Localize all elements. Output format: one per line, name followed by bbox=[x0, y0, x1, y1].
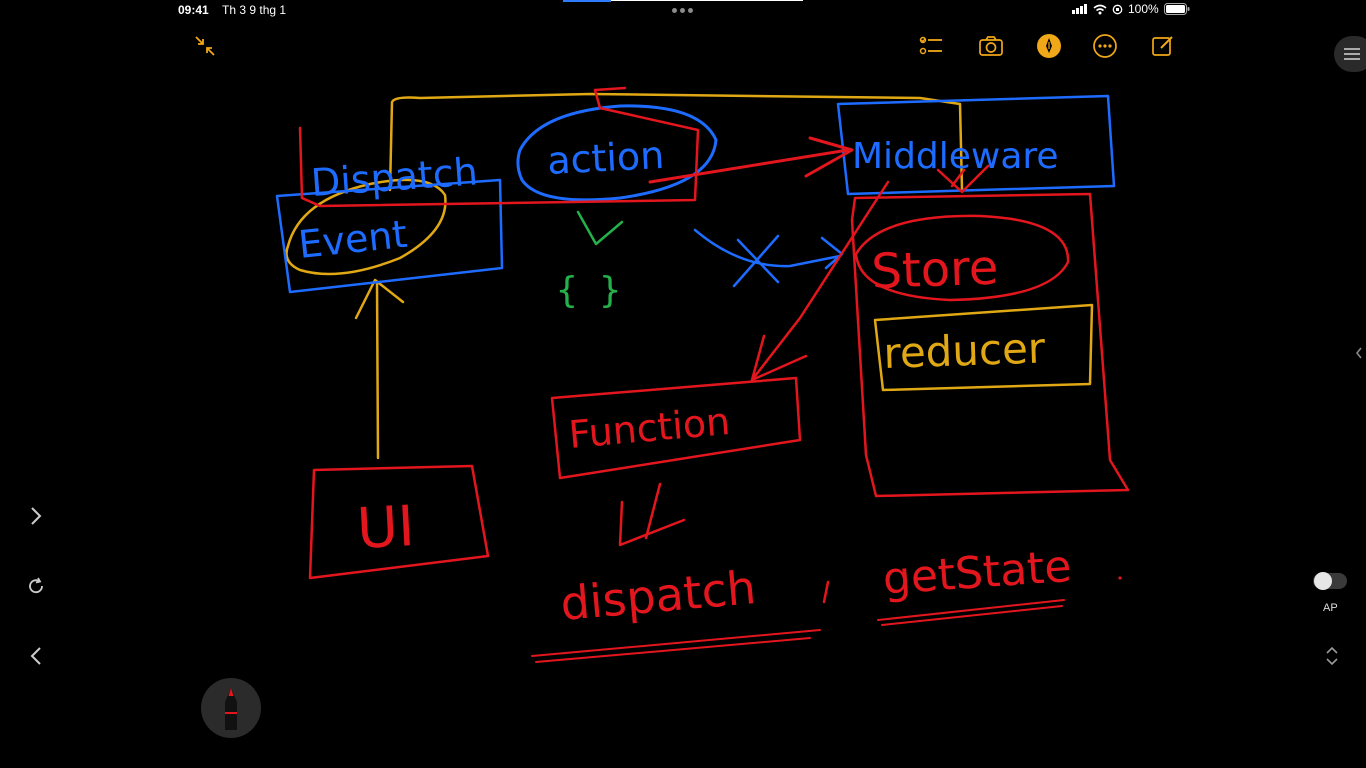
label-ui: UI bbox=[355, 494, 416, 562]
red-middleware-store-arrow bbox=[750, 180, 890, 382]
status-time: 09:41 bbox=[178, 3, 209, 17]
chevron-left-icon[interactable] bbox=[1354, 346, 1364, 365]
green-check-arrow bbox=[576, 210, 624, 246]
ap-toggle[interactable] bbox=[1313, 572, 1347, 590]
checklist-icon[interactable] bbox=[918, 33, 944, 59]
yellow-reducer-box bbox=[873, 303, 1094, 392]
label-getstate: getState bbox=[881, 541, 1073, 605]
red-underline-getstate bbox=[877, 599, 1065, 626]
pencil-tool-button[interactable] bbox=[201, 678, 261, 738]
label-event: Event bbox=[296, 212, 409, 267]
red-dot bbox=[1118, 576, 1122, 580]
red-down-arrow bbox=[618, 482, 686, 547]
more-icon[interactable] bbox=[1092, 33, 1118, 59]
blue-x-arrow bbox=[693, 228, 844, 270]
label-dispatch-bottom: dispatch bbox=[558, 560, 758, 631]
wifi-icon bbox=[1093, 4, 1107, 14]
yellow-top-loop bbox=[388, 92, 964, 192]
label-store: Store bbox=[870, 240, 999, 300]
label-dispatch: Dispatch bbox=[310, 149, 480, 205]
label-braces: { } bbox=[556, 270, 621, 311]
menu-button[interactable] bbox=[1334, 36, 1366, 72]
next-icon[interactable] bbox=[28, 506, 44, 531]
up-down-chevron-icon[interactable] bbox=[1324, 644, 1340, 673]
red-separator-tick bbox=[822, 580, 830, 604]
battery-icon bbox=[1163, 3, 1190, 15]
red-store-box bbox=[850, 192, 1130, 498]
status-date: Th 3 9 thg 1 bbox=[222, 3, 287, 17]
red-action-arrow bbox=[648, 136, 854, 184]
orientation-lock-icon bbox=[1112, 4, 1123, 14]
red-underline-dispatch bbox=[531, 629, 821, 663]
blue-middleware-box bbox=[836, 94, 1116, 196]
label-action: action bbox=[546, 133, 665, 183]
pencil-icon bbox=[225, 688, 237, 730]
collapse-icon[interactable] bbox=[192, 33, 218, 59]
battery-percent: 100% bbox=[1128, 2, 1159, 16]
hamburger-icon bbox=[1344, 48, 1360, 60]
yellow-ui-arrow bbox=[354, 278, 405, 460]
status-indicators: 100% bbox=[1072, 2, 1190, 16]
red-function-box bbox=[550, 376, 802, 480]
camera-icon[interactable] bbox=[978, 33, 1004, 59]
signal-icon bbox=[1072, 4, 1087, 14]
ap-label: AP bbox=[1323, 602, 1338, 614]
label-middleware: Middleware bbox=[852, 136, 1059, 177]
markup-pen-icon[interactable] bbox=[1036, 33, 1062, 59]
multitask-dots-icon[interactable] bbox=[672, 8, 693, 13]
back-icon[interactable] bbox=[28, 646, 44, 671]
top-progress-bar bbox=[563, 0, 803, 2]
refresh-icon[interactable] bbox=[26, 576, 46, 601]
red-dispatch-box bbox=[298, 86, 700, 208]
red-store-oval bbox=[854, 214, 1070, 302]
red-yellow-merge-mark bbox=[936, 164, 990, 194]
compose-icon[interactable] bbox=[1150, 33, 1176, 59]
label-function: Function bbox=[567, 399, 732, 457]
red-ui-box bbox=[308, 464, 490, 580]
blue-x-mark bbox=[732, 234, 780, 288]
label-reducer: reducer bbox=[883, 323, 1047, 378]
status-bar: 09:41 Th 3 9 thg 1 100% bbox=[0, 0, 1366, 20]
blue-event-box bbox=[275, 178, 504, 294]
